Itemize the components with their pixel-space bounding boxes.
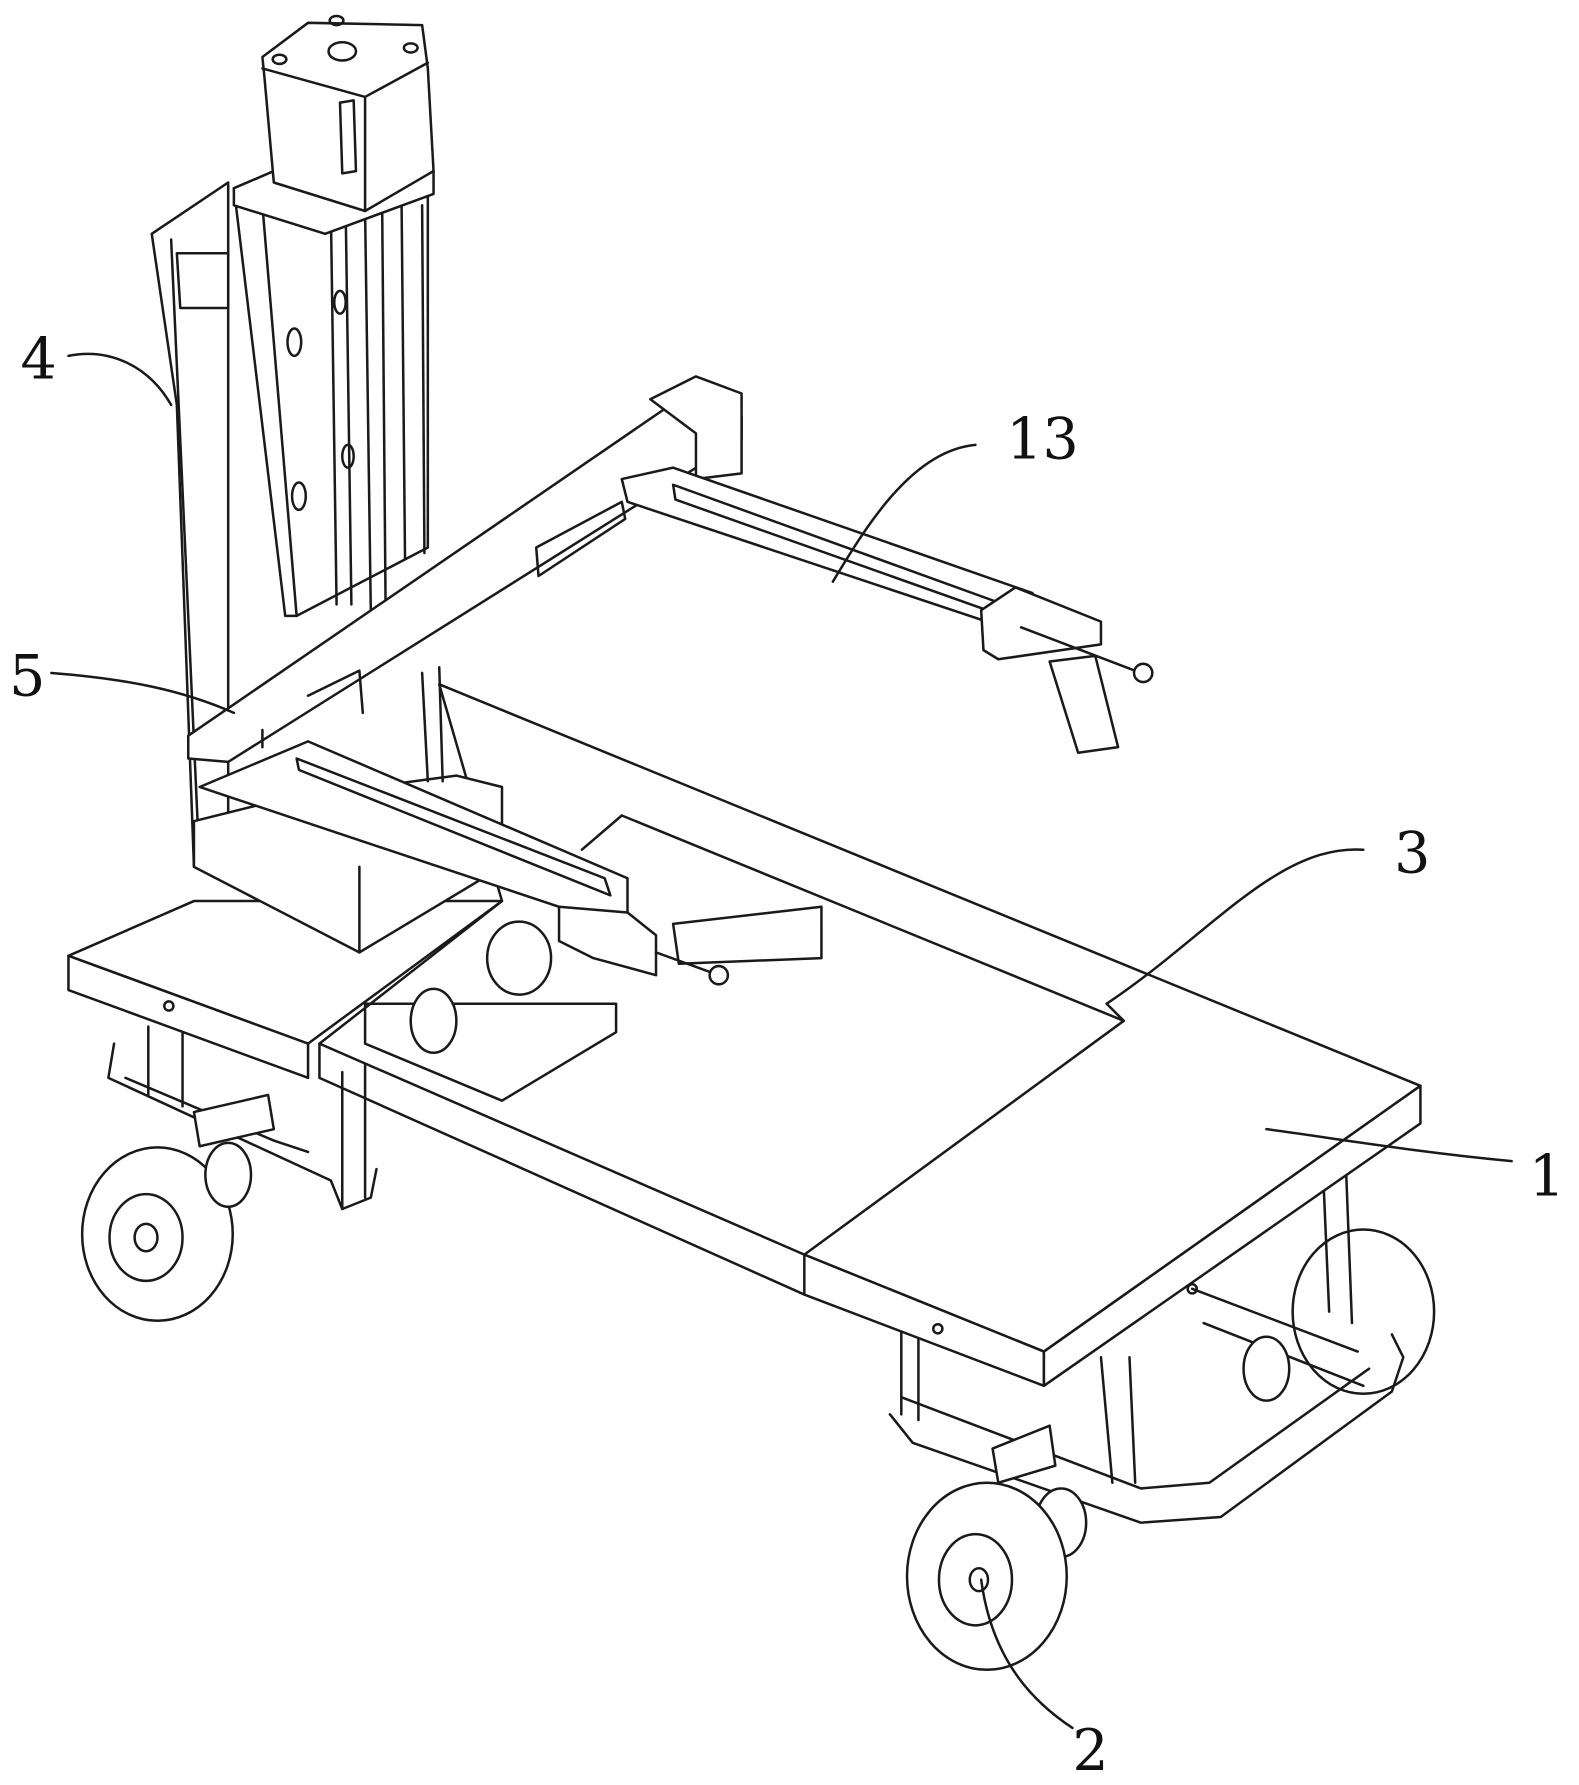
label-arm: 5 bbox=[9, 644, 45, 710]
clamp-arm bbox=[622, 468, 1153, 753]
wheel-right-back bbox=[1293, 1230, 1434, 1394]
label-platform: 1 bbox=[1529, 1143, 1565, 1209]
label-column: 4 bbox=[21, 327, 57, 393]
motor bbox=[262, 16, 433, 211]
label-wheel: 2 bbox=[1072, 1718, 1108, 1784]
wheel-front bbox=[907, 1483, 1067, 1670]
label-clamp-arm: 13 bbox=[1006, 407, 1079, 473]
label-slot: 3 bbox=[1394, 821, 1430, 887]
